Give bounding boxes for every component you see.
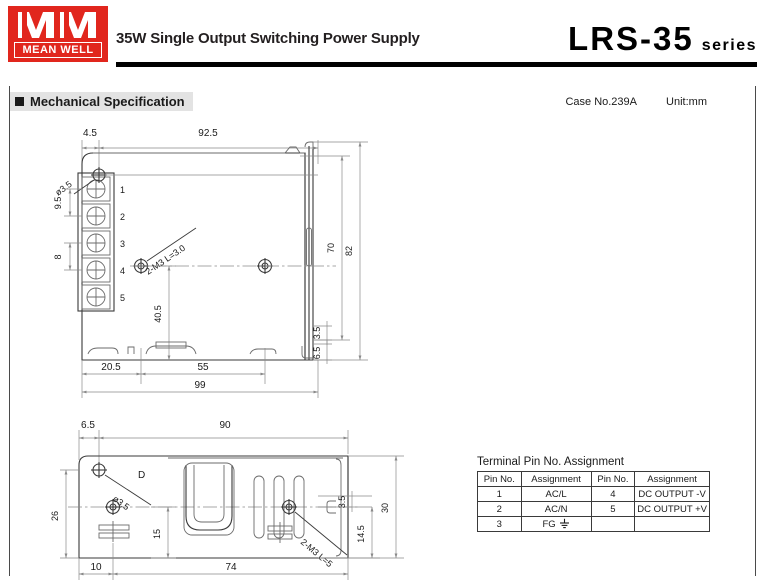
product-subtitle: 35W Single Output Switching Power Supply — [116, 30, 420, 47]
model-title: LRS-35 series — [568, 20, 757, 58]
assign-a-2: AC/N — [520, 501, 592, 517]
dim-92-5: 92.5 — [198, 128, 218, 139]
dim-82: 82 — [344, 246, 354, 256]
dim-4-5: 4.5 — [83, 128, 97, 139]
marking-d: D — [138, 470, 145, 481]
model-series-label: series — [701, 37, 757, 54]
terminal-number-5: 5 — [120, 293, 125, 303]
dim-14-5: 14.5 — [356, 525, 366, 543]
header-rule — [116, 62, 757, 67]
pin-table-header-assign-b: Assignment — [634, 471, 710, 487]
screw-spec-label-bottom: 2-M3 L=5 — [299, 537, 335, 569]
mechanical-drawing: .ol { fill:none; stroke:#3a3a3a; stroke-… — [50, 128, 404, 580]
dim-99: 99 — [194, 380, 206, 391]
section-title-text: Mechanical Specification — [30, 94, 185, 109]
dim-8: 8 — [53, 254, 63, 259]
screw-spec-label-top: 2-M3 L=3.0 — [144, 243, 188, 277]
terminal-number-4: 4 — [120, 266, 125, 276]
mounting-screw-bottom-right — [281, 499, 297, 515]
terminal-number-1: 1 — [120, 185, 125, 195]
table-row: 1 AC/L 4 DC OUTPUT -V — [477, 486, 710, 502]
dim-90: 90 — [219, 420, 231, 431]
mounting-screw-bottom-left — [105, 499, 121, 515]
assign-a-3-text: FG — [542, 519, 556, 530]
pin-table-caption: Terminal Pin No. Assignment — [477, 456, 625, 468]
earth-ground-icon — [559, 518, 569, 529]
terminal-pin-assignment-table: Terminal Pin No. Assignment Pin No. Assi… — [477, 456, 710, 532]
dim-26: 26 — [50, 511, 60, 521]
dim-3-5-bottom: 3.5 — [337, 496, 347, 509]
pin-a-2: 2 — [477, 501, 522, 517]
unit-label: Unit:mm — [666, 96, 707, 108]
pin-b-1: 4 — [590, 486, 636, 502]
assign-b-3 — [634, 516, 710, 532]
pin-b-2: 5 — [590, 501, 636, 517]
dim-70: 70 — [326, 243, 336, 253]
terminal-block — [81, 176, 111, 310]
table-row: 2 AC/N 5 DC OUTPUT +V — [477, 501, 710, 517]
terminal-number-3: 3 — [120, 239, 125, 249]
dim-15: 15 — [152, 529, 162, 539]
case-number-label: Case No.239A — [565, 96, 637, 108]
section-header-mechanical-specification: Mechanical Specification — [10, 92, 193, 111]
dim-55: 55 — [197, 362, 209, 373]
mw-monogram-icon — [18, 12, 96, 38]
dim-9-5: 9.5 — [53, 197, 63, 210]
dim-3-5-top: 3.5 — [312, 327, 322, 340]
assign-a-1: AC/L — [520, 486, 592, 502]
dim-30: 30 — [380, 503, 390, 513]
page-header: MEAN WELL 35W Single Output Switching Po… — [0, 0, 765, 72]
bottom-view-drawing: 6.5 90 ø3.5 — [50, 420, 404, 580]
mounting-hole-bottom-left — [91, 462, 107, 478]
right-margin-rule — [755, 86, 756, 576]
left-margin-rule — [9, 86, 10, 576]
pin-a-3: 3 — [477, 516, 522, 532]
pin-b-3 — [590, 516, 636, 532]
dim-10: 10 — [90, 562, 102, 573]
pin-table-header-row: Pin No. Assignment Pin No. Assignment — [477, 471, 710, 487]
section-bullet-icon — [15, 97, 24, 106]
assign-b-2: DC OUTPUT +V — [634, 501, 710, 517]
top-view-drawing: 4.5 92.5 — [53, 128, 368, 398]
pin-table-header-pin-a: Pin No. — [477, 471, 522, 487]
meanwell-logo: MEAN WELL — [8, 6, 108, 62]
pin-a-1: 1 — [477, 486, 522, 502]
logo-brand-text: MEAN WELL — [22, 43, 94, 56]
dim-20-5: 20.5 — [101, 362, 121, 373]
dim-6-5-top: 6.5 — [312, 347, 322, 360]
logo-brand-box: MEAN WELL — [14, 42, 102, 58]
pin-table-header-assign-a: Assignment — [520, 471, 592, 487]
assign-a-3: FG — [520, 516, 592, 532]
dim-40-5: 40.5 — [153, 305, 163, 323]
table-row: 3 FG — [477, 516, 710, 532]
terminal-number-2: 2 — [120, 212, 125, 222]
model-code: LRS-35 — [568, 20, 694, 57]
dim-74: 74 — [225, 562, 237, 573]
assign-b-1: DC OUTPUT -V — [634, 486, 710, 502]
hole-diameter-label-top: ø3.5 — [53, 179, 73, 198]
dim-6-5-bottom: 6.5 — [81, 420, 95, 431]
pin-table-header-pin-b: Pin No. — [590, 471, 636, 487]
